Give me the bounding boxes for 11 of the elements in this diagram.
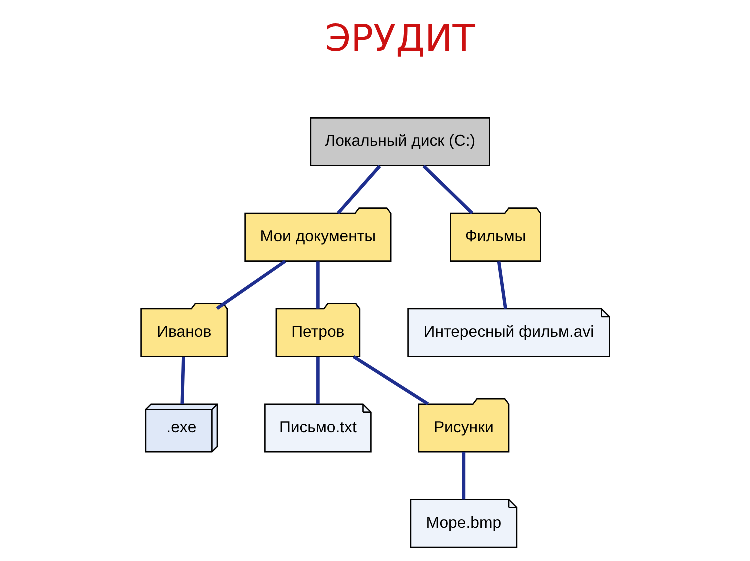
- connector: [216, 260, 286, 310]
- connector: [422, 165, 474, 215]
- connector: [316, 262, 320, 309]
- label: ЭРУДИТ: [324, 17, 475, 60]
- connector: [180, 357, 185, 404]
- connector: [316, 357, 320, 404]
- node-box: Локальный диск (C:): [310, 118, 490, 167]
- connector: [336, 165, 381, 215]
- connector: [462, 452, 466, 500]
- connector: [352, 355, 429, 406]
- connector: [496, 261, 507, 310]
